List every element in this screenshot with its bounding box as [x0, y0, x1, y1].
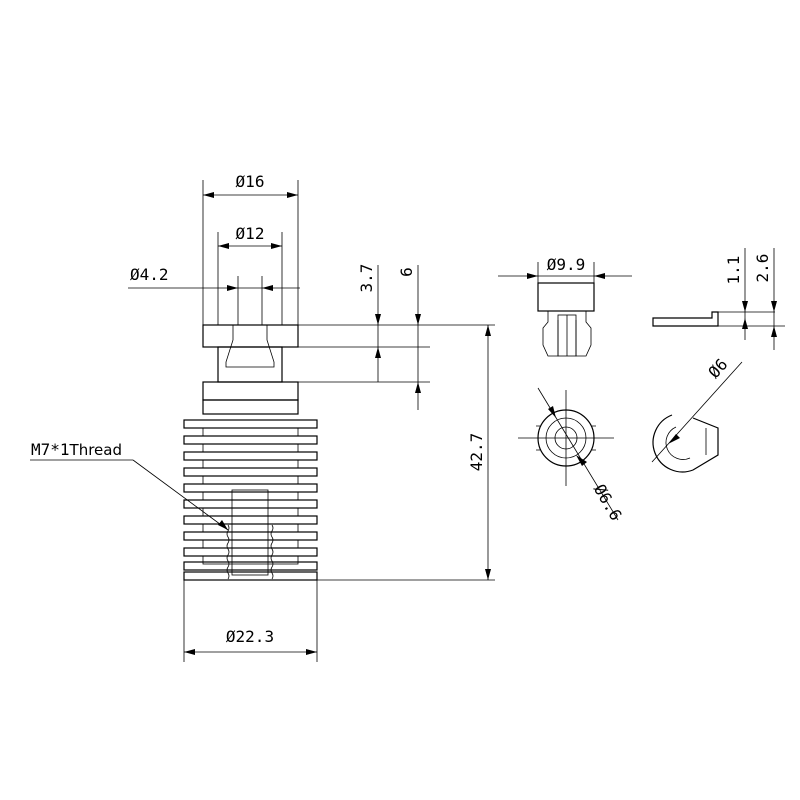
- fin-core-segment: [202, 475, 299, 485]
- fin-7: [183, 499, 318, 509]
- fin-core-segment: [202, 539, 299, 549]
- fin-core-segment: [202, 459, 299, 469]
- dim-d16: Ø16: [202, 172, 299, 325]
- dim-h42-7-label: 42.7: [467, 433, 486, 472]
- dim-d4-2-label: Ø4.2: [130, 265, 169, 284]
- dim-h3-7-label: 3.7: [357, 264, 376, 293]
- fin-core-segment: [202, 555, 299, 565]
- fin-core-segment: [202, 443, 299, 453]
- thread-left-edge: [226, 524, 230, 580]
- dim-d16-label: Ø16: [236, 172, 265, 191]
- clip-profile: [652, 311, 719, 327]
- dim-d4-2: Ø4.2: [128, 265, 300, 325]
- clip-c-shape: [652, 414, 719, 473]
- dim-d6-leader: [651, 361, 743, 463]
- dim-h6: 6: [397, 265, 421, 410]
- thread-right-edge: [270, 524, 274, 580]
- fin-4: [183, 451, 318, 461]
- thread-spec: M7*1: [31, 440, 70, 459]
- fin-core-segment: [202, 523, 299, 533]
- dim-d22-3-label: Ø22.3: [226, 627, 274, 646]
- dim-d9-9-label: Ø9.9: [547, 255, 586, 274]
- fin-5: [183, 467, 318, 477]
- fin-6: [183, 483, 318, 493]
- fin-2: [183, 419, 318, 429]
- cooling-fins: [183, 399, 318, 571]
- fin-8: [183, 515, 318, 525]
- dim-d12-label: Ø12: [236, 224, 265, 243]
- thread-core: [231, 489, 269, 576]
- neck: [217, 346, 283, 383]
- fin-core-segment: [202, 491, 299, 501]
- collet-end-view: Ø6.6: [518, 387, 626, 524]
- thread-callout-label: M7*1Thread: [31, 440, 122, 459]
- fin-1: [202, 399, 299, 415]
- fin-core-segment: [202, 507, 299, 517]
- collet-side-view: Ø9.9: [498, 255, 632, 357]
- fin-3: [183, 435, 318, 445]
- right-extension-lines: [282, 324, 495, 581]
- dim-h6-label: 6: [397, 267, 416, 277]
- inner-bore: [225, 324, 275, 368]
- dim-d6-6-label: Ø6.6: [590, 481, 626, 524]
- dim-h2-6-label: 2.6: [753, 254, 772, 283]
- lower-plate: [202, 381, 299, 401]
- dim-h42-7: 42.7: [467, 325, 491, 580]
- clip-side-view: 1.1 2.6: [652, 248, 785, 350]
- dim-d22-3: Ø22.3: [183, 580, 318, 662]
- collet-head: [537, 282, 595, 312]
- fin-10: [183, 547, 318, 557]
- bottom-base: [183, 571, 318, 581]
- thread-callout: M7*1Thread: [30, 440, 229, 531]
- fin-core-segment: [202, 427, 299, 437]
- collet-slots: [536, 425, 596, 451]
- fin-11: [183, 561, 318, 571]
- clip-inner-arc: [665, 426, 691, 460]
- clip-top-view: Ø6: [651, 355, 743, 473]
- top-plate: [202, 324, 299, 348]
- dim-h3-7: 3.7: [357, 264, 381, 382]
- fin-9: [183, 531, 318, 541]
- dim-d12: Ø12: [217, 224, 283, 325]
- heatsink-main-view: [183, 324, 318, 581]
- dim-h1-1-label: 1.1: [724, 256, 743, 285]
- thread-word: Thread: [69, 441, 122, 459]
